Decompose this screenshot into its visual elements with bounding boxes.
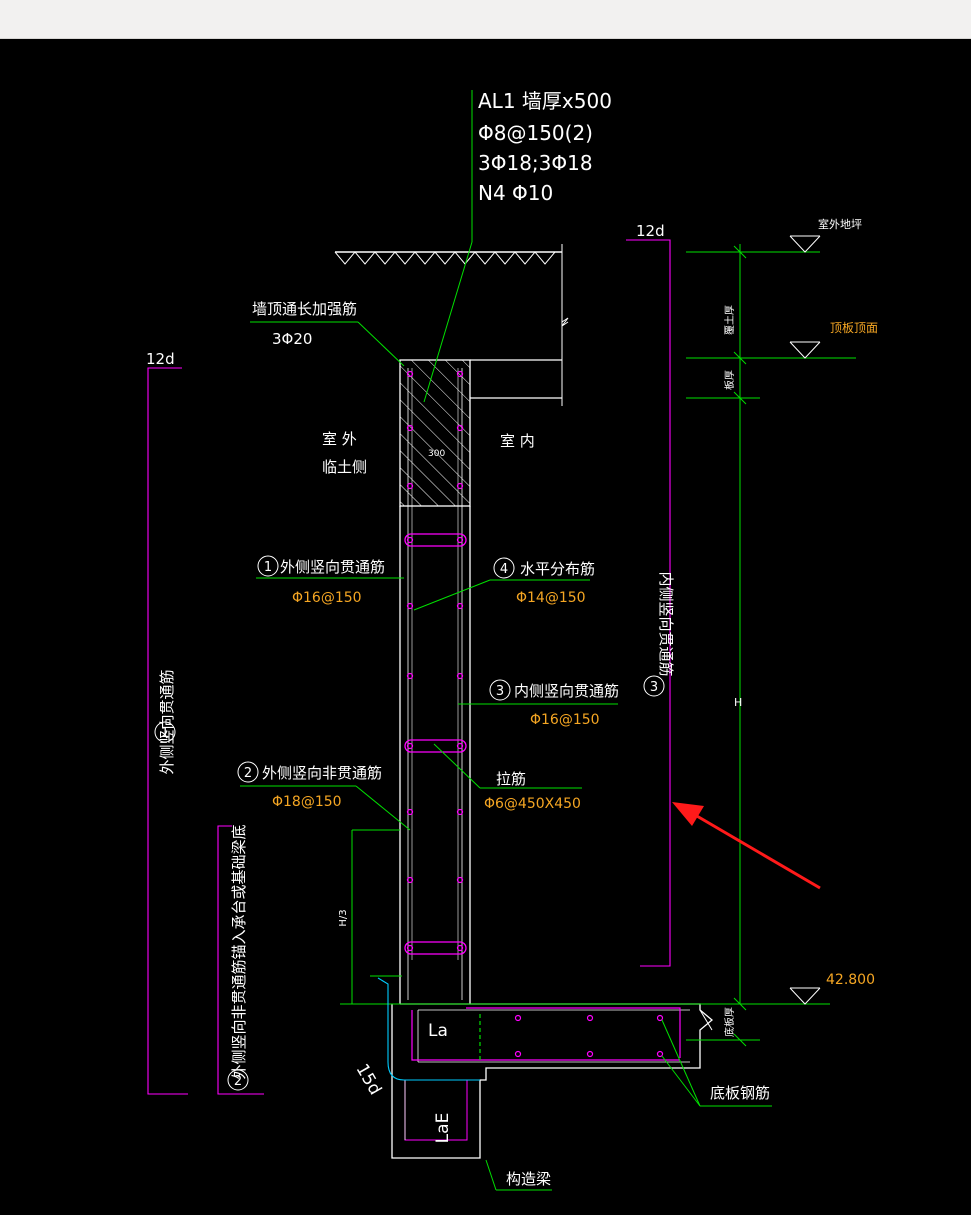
rebar1-label: 外侧竖向贯通筋 xyxy=(280,558,385,576)
tie-label: 拉筋 xyxy=(496,770,526,788)
toolbar xyxy=(0,0,971,39)
red-arrow xyxy=(672,802,821,890)
rebar3-value: Φ16@150 xyxy=(530,712,600,728)
rebar4-label: 水平分布筋 xyxy=(520,560,595,578)
ground-surface xyxy=(334,244,569,406)
right-vertical-num: 3 xyxy=(650,680,658,695)
elev-outdoor: 室外地坪 xyxy=(818,217,862,231)
wall-body xyxy=(399,368,471,1004)
rebar4-value: Φ14@150 xyxy=(516,590,586,606)
cyan-hooks xyxy=(377,977,480,1081)
la-label: La xyxy=(428,1021,448,1041)
dim-top2: 板厚 xyxy=(723,370,736,390)
cad-canvas[interactable]: AL1 墙厚x500 Φ8@150(2) 3Φ18;3Φ18 N4 Φ10 12… xyxy=(0,38,971,1211)
section-drawing: AL1 墙厚x500 Φ8@150(2) 3Φ18;3Φ18 N4 Φ10 12… xyxy=(146,89,878,1191)
callout-line4: N4 Φ10 xyxy=(478,181,553,205)
struct-beam-label: 构造梁 xyxy=(506,1170,551,1188)
rebar2-label: 外侧竖向非贯通筋 xyxy=(262,764,382,782)
rebar-dots xyxy=(406,370,664,1058)
outside-line2: 临土侧 xyxy=(322,458,367,476)
rebar2-value: Φ18@150 xyxy=(272,794,342,810)
rebar3-label: 内侧竖向贯通筋 xyxy=(514,682,619,700)
rebar1-value: Φ16@150 xyxy=(292,590,362,606)
top-reinf-title: 墙顶通长加强筋 xyxy=(252,300,357,318)
bottom-slab-rebars xyxy=(411,1007,681,1062)
rebar2-num: 2 xyxy=(244,766,252,781)
number-circles xyxy=(154,555,665,1091)
rebar3-num: 3 xyxy=(496,684,504,699)
lap-brackets xyxy=(147,239,671,1095)
dim-top1: 覆土厚 xyxy=(723,305,736,335)
elevation-markers xyxy=(789,235,821,1005)
inside-label: 室 内 xyxy=(500,432,535,450)
dim-bottom: 底板厚 xyxy=(723,1007,736,1037)
roof-slab xyxy=(470,359,562,399)
base-slab xyxy=(391,1003,714,1159)
top-reinf-value: 3Φ20 xyxy=(272,330,312,348)
elev-value: 42.800 xyxy=(826,972,875,988)
lap-right-label: 12d xyxy=(636,222,665,240)
callout-line3: 3Φ18;3Φ18 xyxy=(478,151,593,175)
bottom-rebar-label: 底板钢筋 xyxy=(710,1084,770,1102)
rebar4-num: 4 xyxy=(500,562,508,577)
ties xyxy=(404,533,467,955)
dim-h3: H/3 xyxy=(338,909,349,926)
left2-vertical-label: 外侧竖向非贯通筋锚入承台或基础梁底 xyxy=(230,824,248,1079)
leaders xyxy=(240,90,856,1191)
dim-300: 300 xyxy=(428,449,445,459)
callout-line2: Φ8@150(2) xyxy=(478,121,593,145)
lae-label: LaE xyxy=(433,1113,453,1144)
left2-vertical-num: 2 xyxy=(234,1074,242,1089)
left-vertical-label: 外侧竖向贯通筋 xyxy=(158,669,176,774)
callout-line1: AL1 墙厚x500 xyxy=(478,89,612,113)
dim-h: H xyxy=(734,696,742,709)
rebar1-num: 1 xyxy=(264,560,272,575)
outside-line1: 室 外 xyxy=(322,430,357,448)
elev-roof: 顶板顶面 xyxy=(830,321,878,335)
left-vertical-num: 1 xyxy=(161,726,169,741)
tie-value: Φ6@450X450 xyxy=(484,796,581,812)
right-vertical-label: 内侧竖向贯通筋 xyxy=(657,571,675,676)
lap-left-label: 12d xyxy=(146,350,175,368)
d15-label: 15d xyxy=(352,1060,386,1098)
